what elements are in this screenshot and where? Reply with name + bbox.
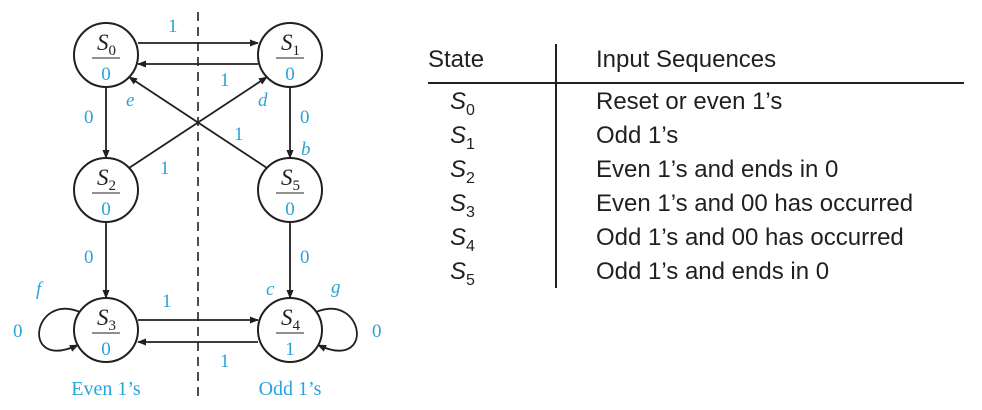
arc-letter-g: g	[331, 277, 341, 298]
state-s3-sub: 3	[109, 318, 117, 334]
table-column-rule	[555, 44, 557, 288]
label-s1-s0: 1	[220, 70, 230, 91]
state-s2-sub: 2	[109, 178, 117, 194]
arc-letter-c: c	[266, 279, 275, 300]
region-label-even: Even 1’s	[71, 378, 141, 400]
state-s0: S0 0	[73, 22, 139, 88]
row-sequence: Odd 1’s and 00 has occurred	[596, 224, 904, 251]
label-s3-self: 0	[13, 321, 23, 342]
svg-text:S0: S0	[97, 30, 116, 59]
state-s5-sub: 5	[293, 178, 301, 194]
row-state: S	[450, 258, 467, 285]
state-s1-name: S	[281, 30, 293, 55]
row-state: S	[450, 156, 467, 183]
table-row: S1 Odd 1’s	[428, 122, 968, 156]
arc-letter-e: e	[126, 90, 134, 111]
row-state: S	[450, 122, 467, 149]
row-sequence: Even 1’s and ends in 0	[596, 156, 839, 183]
state-s1: S1 0	[257, 22, 323, 88]
state-table: State Input Sequences S0 Reset or even 1…	[428, 44, 968, 294]
label-s0-s2: 0	[84, 107, 94, 128]
state-s5-output: 0	[285, 199, 295, 220]
state-diagram: S0 0 S1 0 S2 0 S5 0 S3 0 S4 1	[13, 12, 382, 400]
self-loop-s4	[315, 307, 358, 352]
state-s4: S4 1	[257, 297, 323, 363]
row-state-sub: 2	[466, 170, 475, 187]
state-s4-name: S	[281, 305, 293, 330]
svg-text:S5: S5	[281, 165, 300, 194]
state-s2: S2 0	[73, 157, 139, 223]
state-s0-output: 0	[101, 64, 111, 85]
row-sequence: Odd 1’s and ends in 0	[596, 258, 830, 285]
state-s2-name: S	[97, 165, 109, 190]
region-label-odd: Odd 1’s	[259, 378, 322, 400]
row-sequence: Odd 1’s	[596, 122, 679, 149]
label-s5-s4: 0	[300, 247, 310, 268]
row-state-sub: 1	[466, 136, 475, 153]
state-s0-sub: 0	[109, 43, 117, 59]
state-s0-name: S	[97, 30, 109, 55]
table-header-rule	[428, 82, 964, 84]
label-s5-s0: 1	[234, 124, 244, 145]
label-s2-s3: 0	[84, 247, 94, 268]
row-sequence: Even 1’s and 00 has occurred	[596, 190, 914, 217]
svg-text:S2: S2	[97, 165, 116, 194]
state-s1-output: 0	[285, 64, 295, 85]
state-s5-name: S	[281, 165, 293, 190]
state-s4-sub: 4	[293, 318, 301, 334]
label-s1-s5: 0	[300, 107, 310, 128]
label-s0-s1: 1	[168, 16, 178, 37]
table-row: S5 Odd 1’s and ends in 0	[428, 258, 968, 292]
table-row: S0 Reset or even 1’s	[428, 88, 968, 122]
state-s3: S3 0	[73, 297, 139, 363]
table-header-state: State	[428, 46, 485, 73]
self-loop-s3	[38, 307, 81, 352]
svg-text:S3: S3	[97, 305, 116, 334]
table-header-sequences: Input Sequences	[596, 46, 777, 73]
arc-letter-d: d	[258, 90, 268, 111]
state-s4-output: 1	[285, 339, 295, 360]
arrow-s5-to-s0	[128, 76, 268, 169]
table-row: S2 Even 1’s and ends in 0	[428, 156, 968, 190]
row-state-sub: 0	[466, 102, 475, 119]
table-row: S3 Even 1’s and 00 has occurred	[428, 190, 968, 224]
label-s2-s1: 1	[160, 158, 170, 179]
arc-letter-b: b	[301, 139, 311, 160]
svg-text:S1: S1	[281, 30, 300, 59]
state-s3-output: 0	[101, 339, 111, 360]
state-s1-sub: 1	[293, 43, 301, 59]
state-s5: S5 0	[257, 157, 323, 223]
row-state: S	[450, 88, 467, 115]
row-state-sub: 4	[466, 238, 475, 255]
arc-letter-f: f	[36, 279, 44, 300]
row-state-sub: 5	[466, 272, 475, 289]
label-s4-self: 0	[372, 321, 382, 342]
state-s2-output: 0	[101, 199, 111, 220]
row-state: S	[450, 190, 467, 217]
label-s3-s4: 1	[162, 291, 172, 312]
svg-text:S4: S4	[281, 305, 301, 334]
state-s3-name: S	[97, 305, 109, 330]
label-s4-s3: 1	[220, 351, 230, 372]
row-sequence: Reset or even 1’s	[596, 88, 783, 115]
row-state: S	[450, 224, 467, 251]
row-state-sub: 3	[466, 204, 475, 221]
table-row: S4 Odd 1’s and 00 has occurred	[428, 224, 968, 258]
